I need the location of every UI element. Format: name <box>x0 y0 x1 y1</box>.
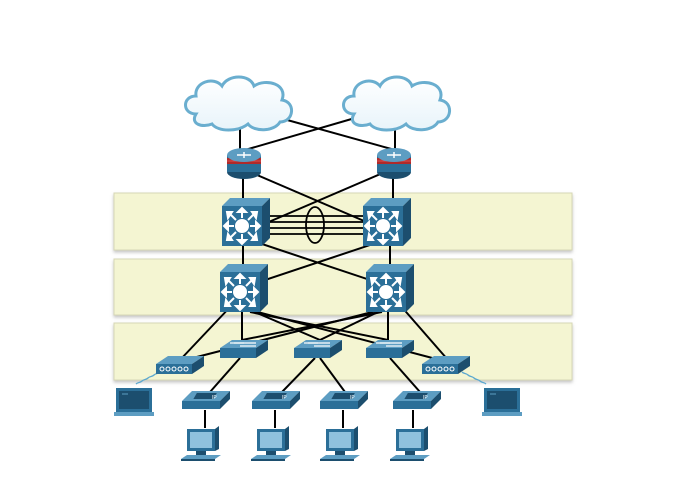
core-switch-icon <box>221 197 271 247</box>
laptop-icon <box>113 387 155 417</box>
edge-router-icon <box>376 147 412 180</box>
ip-phone-icon <box>182 391 230 409</box>
wireless-links <box>135 371 487 385</box>
wan-cloud <box>184 75 294 132</box>
bundle-icon <box>305 206 325 244</box>
network-links <box>179 117 449 428</box>
ip-phone-icon <box>320 391 368 409</box>
edge-router-icon <box>226 147 262 180</box>
ip-phone-icon <box>252 391 300 409</box>
distribution-switch-icon <box>219 263 269 313</box>
distribution-switch-icon <box>365 263 415 313</box>
pc-icon <box>390 426 430 461</box>
laptop-icon <box>481 387 523 417</box>
core-switch-icon <box>362 197 412 247</box>
distribution-layer-band <box>113 258 573 316</box>
pc-icon <box>320 426 360 461</box>
wan-cloud <box>342 75 452 132</box>
ip-phone-icon <box>393 391 441 409</box>
pc-icon <box>181 426 221 461</box>
pc-icon <box>251 426 291 461</box>
etherchannel-links <box>265 215 365 235</box>
